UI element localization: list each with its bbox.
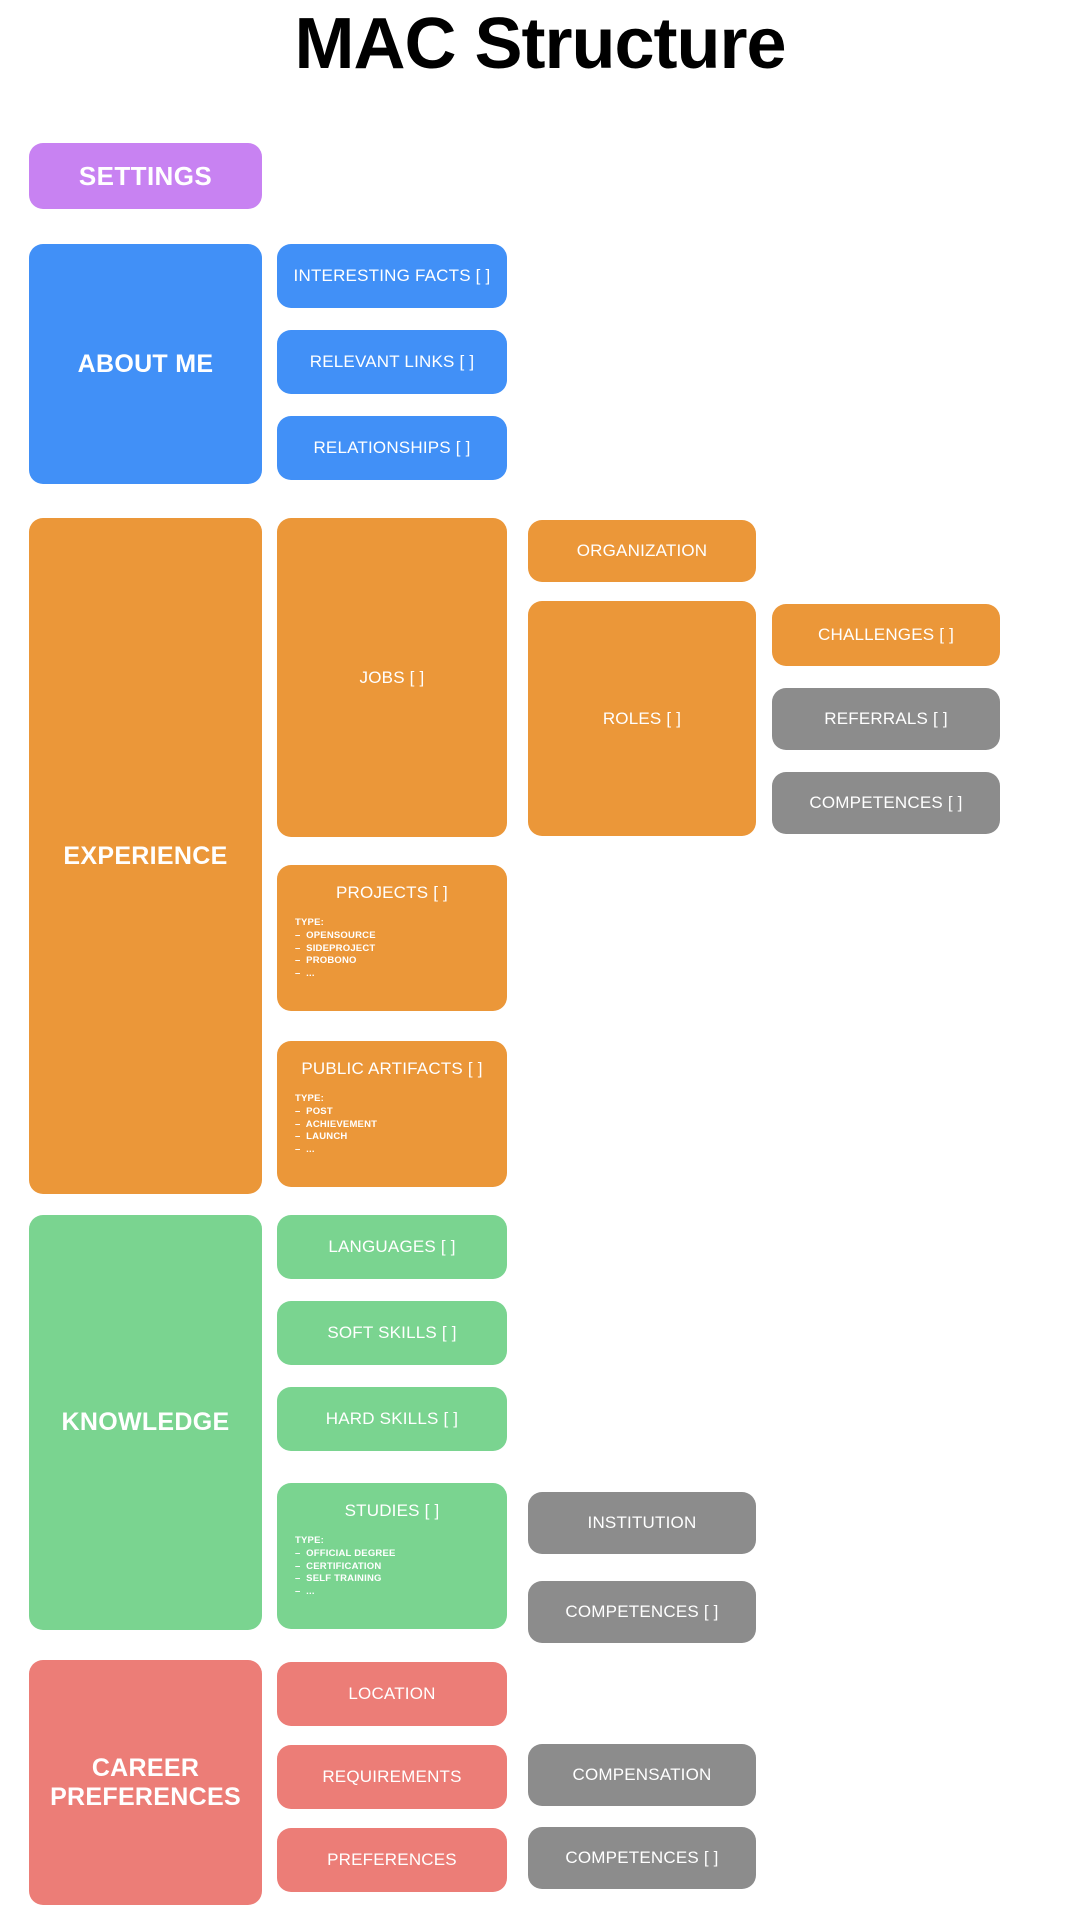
node-hard-skills-label: HARD SKILLS [ ] [325,1409,459,1428]
artifacts-type-heading: TYPE: [295,1093,324,1104]
node-requirements-label: REQUIREMENTS [322,1767,462,1786]
node-referrals-label: REFERRALS [ ] [824,709,948,728]
node-interesting-facts[interactable]: INTERESTING FACTS [ ] [277,244,507,308]
node-career-competences[interactable]: COMPETENCES [ ] [528,1827,756,1889]
node-relevant-links[interactable]: RELEVANT LINKS [ ] [277,330,507,394]
node-requirements[interactable]: REQUIREMENTS [277,1745,507,1809]
studies-type-item: – CERTIFICATION [295,1560,382,1572]
studies-type-item: – ... [295,1586,315,1598]
node-experience-label: EXPERIENCE [63,841,228,870]
node-projects-label: PROJECTS [ ] [336,883,448,902]
node-hard-skills[interactable]: HARD SKILLS [ ] [277,1387,507,1451]
node-compensation-label: COMPENSATION [572,1765,712,1784]
node-relevant-links-label: RELEVANT LINKS [ ] [309,352,475,371]
node-soft-skills-label: SOFT SKILLS [ ] [327,1323,457,1342]
node-organization[interactable]: ORGANIZATION [528,520,756,582]
studies-type-item: – OFFICIAL DEGREE [295,1547,396,1559]
node-preferences-label: PREFERENCES [327,1850,457,1869]
artifacts-type-item: – ... [295,1144,315,1156]
node-experience-competences[interactable]: COMPETENCES [ ] [772,772,1000,834]
node-studies-label: STUDIES [ ] [344,1501,440,1520]
node-languages-label: LANGUAGES [ ] [328,1237,456,1256]
node-institution-label: INSTITUTION [587,1513,697,1532]
node-about-me[interactable]: ABOUT ME [29,244,262,484]
projects-type-item: – PROBONO [295,955,357,967]
node-settings[interactable]: SETTINGS [29,143,262,209]
node-jobs[interactable]: JOBS [ ] [277,518,507,837]
node-public-artifacts-label: PUBLIC ARTIFACTS [ ] [301,1059,483,1078]
node-knowledge[interactable]: KNOWLEDGE [29,1215,262,1630]
node-experience[interactable]: EXPERIENCE [29,518,262,1194]
projects-type-list: TYPE: – OPENSOURCE – SIDEPROJECT – PROBO… [277,917,507,981]
projects-type-heading: TYPE: [295,917,324,928]
node-preferences[interactable]: PREFERENCES [277,1828,507,1892]
page-title: MAC Structure [294,4,786,84]
artifacts-type-item: – LAUNCH [295,1131,348,1143]
node-knowledge-competences[interactable]: COMPETENCES [ ] [528,1581,756,1643]
node-referrals[interactable]: REFERRALS [ ] [772,688,1000,750]
node-compensation[interactable]: COMPENSATION [528,1744,756,1806]
node-knowledge-competences-label: COMPETENCES [ ] [565,1602,719,1621]
node-challenges-label: CHALLENGES [ ] [817,625,954,644]
node-challenges[interactable]: CHALLENGES [ ] [772,604,1000,666]
node-about-me-label: ABOUT ME [77,349,214,378]
node-career-preferences-label-line2: PREFERENCES [50,1782,241,1811]
node-relationships[interactable]: RELATIONSHIPS [ ] [277,416,507,480]
node-roles-label: ROLES [ ] [602,708,682,728]
node-roles[interactable]: ROLES [ ] [528,601,756,836]
studies-type-heading: TYPE: [295,1535,324,1546]
node-career-preferences[interactable]: CAREER PREFERENCES [29,1660,262,1905]
node-career-preferences-label-line1: CAREER [91,1753,200,1782]
node-interesting-facts-label: INTERESTING FACTS [ ] [293,266,491,285]
node-career-competences-label: COMPETENCES [ ] [565,1848,719,1867]
artifacts-type-item: – ACHIEVEMENT [295,1118,378,1130]
projects-type-item: – SIDEPROJECT [295,942,376,954]
node-languages[interactable]: LANGUAGES [ ] [277,1215,507,1279]
node-experience-competences-label: COMPETENCES [ ] [809,793,963,812]
node-studies[interactable]: STUDIES [ ] TYPE: – OFFICIAL DEGREE – CE… [277,1483,507,1629]
node-location[interactable]: LOCATION [277,1662,507,1726]
node-relationships-label: RELATIONSHIPS [ ] [313,438,471,457]
node-settings-label: SETTINGS [78,160,213,191]
artifacts-type-list: TYPE: – POST – ACHIEVEMENT – LAUNCH – ..… [277,1093,507,1157]
node-organization-label: ORGANIZATION [576,541,708,560]
projects-type-item: – ... [295,968,315,980]
node-soft-skills[interactable]: SOFT SKILLS [ ] [277,1301,507,1365]
studies-type-list: TYPE: – OFFICIAL DEGREE – CERTIFICATION … [277,1535,507,1599]
node-jobs-label: JOBS [ ] [359,667,425,687]
node-public-artifacts[interactable]: PUBLIC ARTIFACTS [ ] TYPE: – POST – ACHI… [277,1041,507,1187]
studies-type-item: – SELF TRAINING [295,1573,382,1585]
projects-type-item: – OPENSOURCE [295,929,376,941]
node-projects[interactable]: PROJECTS [ ] TYPE: – OPENSOURCE – SIDEPR… [277,865,507,1011]
node-institution[interactable]: INSTITUTION [528,1492,756,1554]
node-location-label: LOCATION [348,1684,436,1703]
node-knowledge-label: KNOWLEDGE [61,1408,230,1437]
artifacts-type-item: – POST [295,1105,333,1117]
